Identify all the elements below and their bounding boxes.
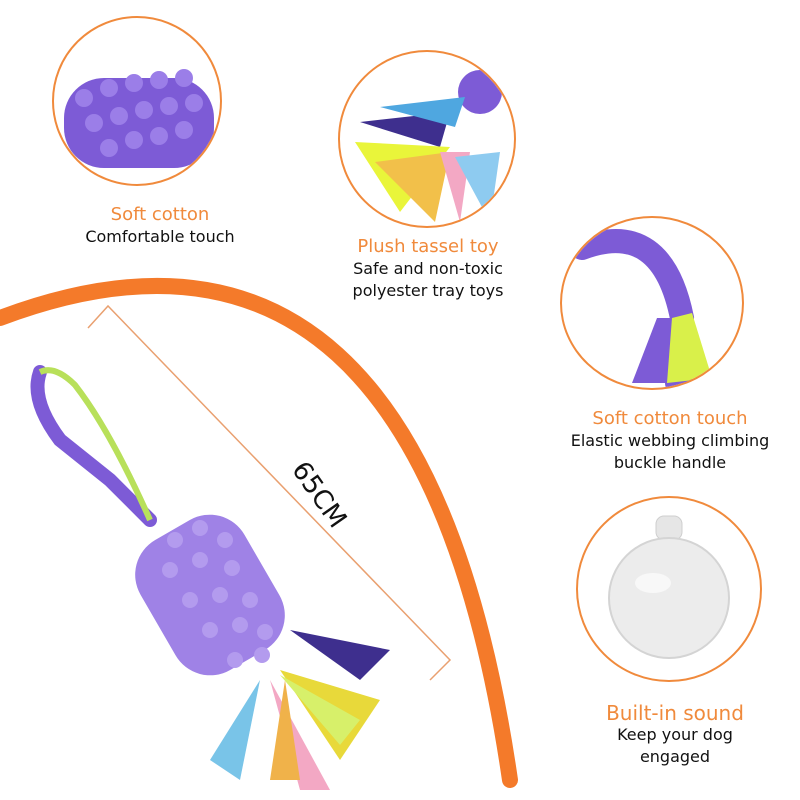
feature-desc: Elastic webbing climbing: [570, 431, 770, 450]
feature-desc: engaged: [639, 747, 711, 766]
feature-built-in-sound: Built-in sound Keep your dog engaged: [572, 702, 778, 768]
feature-plush-tassel: Plush tassel toy Safe and non-toxic poly…: [318, 236, 538, 302]
feature-desc: Safe and non-toxic: [353, 259, 503, 278]
toy-product: [30, 365, 390, 790]
tassel-detail-image: [338, 50, 516, 228]
feature-title: Plush tassel toy: [357, 236, 499, 257]
chenille-detail-image: [52, 16, 222, 186]
feature-title: Soft cotton: [110, 204, 210, 225]
feature-desc: Comfortable touch: [85, 227, 235, 246]
feature-title: Built-in sound: [606, 701, 744, 725]
feature-desc: buckle handle: [613, 453, 727, 472]
feature-title: Soft cotton touch: [592, 408, 748, 429]
feature-soft-cotton: Soft cotton Comfortable touch: [60, 204, 260, 248]
dimension-line: [87, 304, 452, 681]
feature-desc: Keep your dog: [617, 725, 733, 744]
feature-desc: polyester tray toys: [352, 281, 504, 300]
orange-arc: [0, 277, 518, 788]
feature-soft-cotton-touch: Soft cotton touch Elastic webbing climbi…: [552, 408, 788, 474]
handle-detail-image: [560, 216, 744, 390]
squeaker-detail-image: [576, 496, 762, 682]
